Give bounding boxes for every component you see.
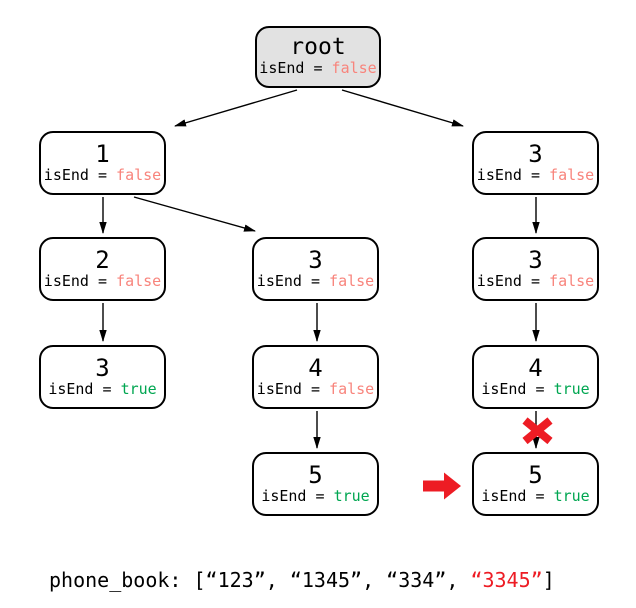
node-isend-line: isEnd = false [257,272,374,292]
node-isend-line: isEnd = true [481,380,589,400]
isend-prefix: isEnd = [43,271,117,290]
node-label: 3 [528,245,543,274]
node-isend-line: isEnd = true [481,487,589,507]
node-label: 3 [95,353,110,382]
isend-value: false [549,165,595,184]
node-isend-line: isEnd = false [259,59,376,79]
insert-pointer-arrow-icon [423,472,461,500]
node-label: 4 [528,353,543,382]
isend-prefix: isEnd = [261,486,334,505]
isend-prefix: isEnd = [481,486,554,505]
isend-prefix: isEnd = [256,271,330,290]
node-label: 2 [95,245,110,274]
isend-prefix: isEnd = [256,379,330,398]
node-label: 1 [95,139,110,168]
trie-node-3-right: 3 isEnd = false [472,131,599,195]
trie-node-4-middle: 4 isEnd = false [252,345,379,409]
trie-node-3-left-leaf: 3 isEnd = true [39,345,166,409]
isend-prefix: isEnd = [48,379,121,398]
isend-prefix: isEnd = [259,59,332,78]
trie-node-3-middle: 3 isEnd = false [252,237,379,301]
node-label: 3 [528,139,543,168]
node-label: root [290,34,346,61]
isend-value: true [553,379,590,398]
node-label: 5 [308,460,323,489]
isend-value: false [116,271,162,290]
isend-value: false [331,59,377,78]
node-isend-line: isEnd = false [477,166,594,186]
caption-suffix: ] [542,568,555,592]
isend-prefix: isEnd = [476,271,550,290]
isend-prefix: isEnd = [43,165,117,184]
trie-node-3-right-2: 3 isEnd = false [472,237,599,301]
node-isend-line: isEnd = false [44,272,161,292]
edge-1-to-3middle [133,196,256,232]
trie-node-5-right: 5 isEnd = true [472,452,599,516]
node-isend-line: isEnd = false [477,272,594,292]
node-isend-line: isEnd = true [48,380,156,400]
trie-node-root: root isEnd = false [255,26,381,88]
trie-node-2: 2 isEnd = false [39,237,166,301]
edge-root-to-3right [341,89,464,127]
isend-value: false [329,379,375,398]
isend-value: true [333,486,370,505]
trie-node-1: 1 isEnd = false [39,131,166,195]
edge-root-to-1 [174,89,298,127]
trie-node-5-middle: 5 isEnd = true [252,452,379,516]
node-label: 4 [308,353,323,382]
node-isend-line: isEnd = false [257,380,374,400]
isend-prefix: isEnd = [481,379,554,398]
isend-value: false [549,271,595,290]
caption-prefix: phone_book: [“123”, “1345”, “334”, [49,568,471,592]
isend-value: false [329,271,375,290]
isend-prefix: isEnd = [476,165,550,184]
isend-value: false [116,165,162,184]
rejected-x-icon [522,417,553,445]
phone-book-caption: phone_book: [“123”, “1345”, “334”, “3345… [49,567,555,593]
node-label: 3 [308,245,323,274]
isend-value: true [553,486,590,505]
node-label: 5 [528,460,543,489]
isend-value: true [120,379,157,398]
node-isend-line: isEnd = true [261,487,369,507]
trie-node-4-right: 4 isEnd = true [472,345,599,409]
node-isend-line: isEnd = false [44,166,161,186]
caption-highlight: “3345” [470,568,543,592]
